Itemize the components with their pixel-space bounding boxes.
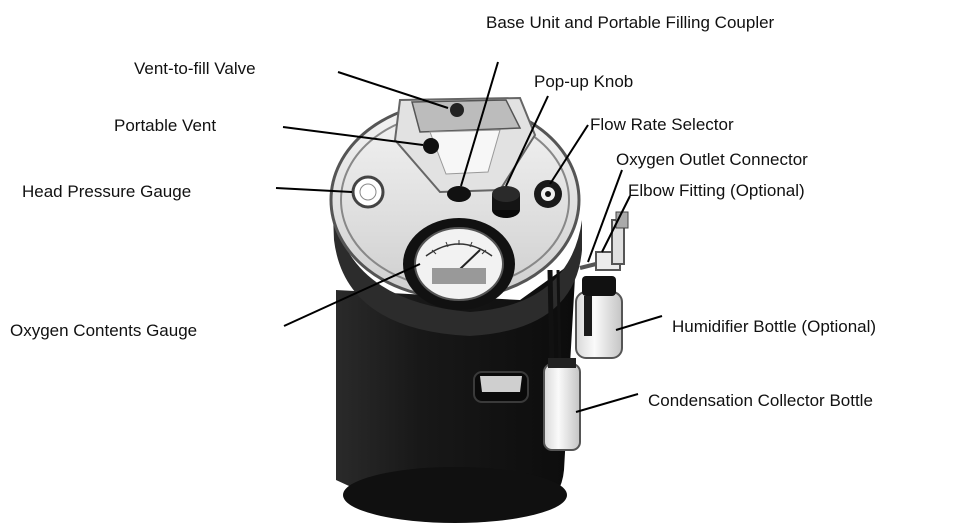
label-oxygen-outlet-connector: Oxygen Outlet Connector xyxy=(616,150,808,170)
head-pressure-gauge xyxy=(353,177,383,207)
label-oxygen-contents-gauge: Oxygen Contents Gauge xyxy=(10,321,197,341)
label-elbow-fitting: Elbow Fitting (Optional) xyxy=(628,181,805,201)
leader-condensation xyxy=(576,394,638,412)
vent-to-fill-valve xyxy=(450,103,464,117)
condensation-collector-bottle xyxy=(544,358,580,450)
label-humidifier-bottle: Humidifier Bottle (Optional) xyxy=(672,317,876,337)
label-popup-knob: Pop-up Knob xyxy=(534,72,633,92)
label-flow-rate-selector: Flow Rate Selector xyxy=(590,115,734,135)
label-portable-vent: Portable Vent xyxy=(114,116,216,136)
label-condensation-collector-bottle: Condensation Collector Bottle xyxy=(648,391,873,411)
humidifier-bottle xyxy=(576,276,622,358)
label-base-unit: Base Unit and Portable Filling Coupler xyxy=(486,10,816,36)
portable-vent xyxy=(423,138,439,154)
label-vent-to-fill-valve: Vent-to-fill Valve xyxy=(134,59,256,79)
popup-knob xyxy=(492,186,520,218)
elbow-fitting xyxy=(596,212,628,270)
filling-coupler xyxy=(447,186,471,202)
leader-vent-to-fill xyxy=(338,72,448,108)
label-head-pressure-gauge: Head Pressure Gauge xyxy=(22,182,191,202)
flow-rate-selector xyxy=(534,180,562,208)
